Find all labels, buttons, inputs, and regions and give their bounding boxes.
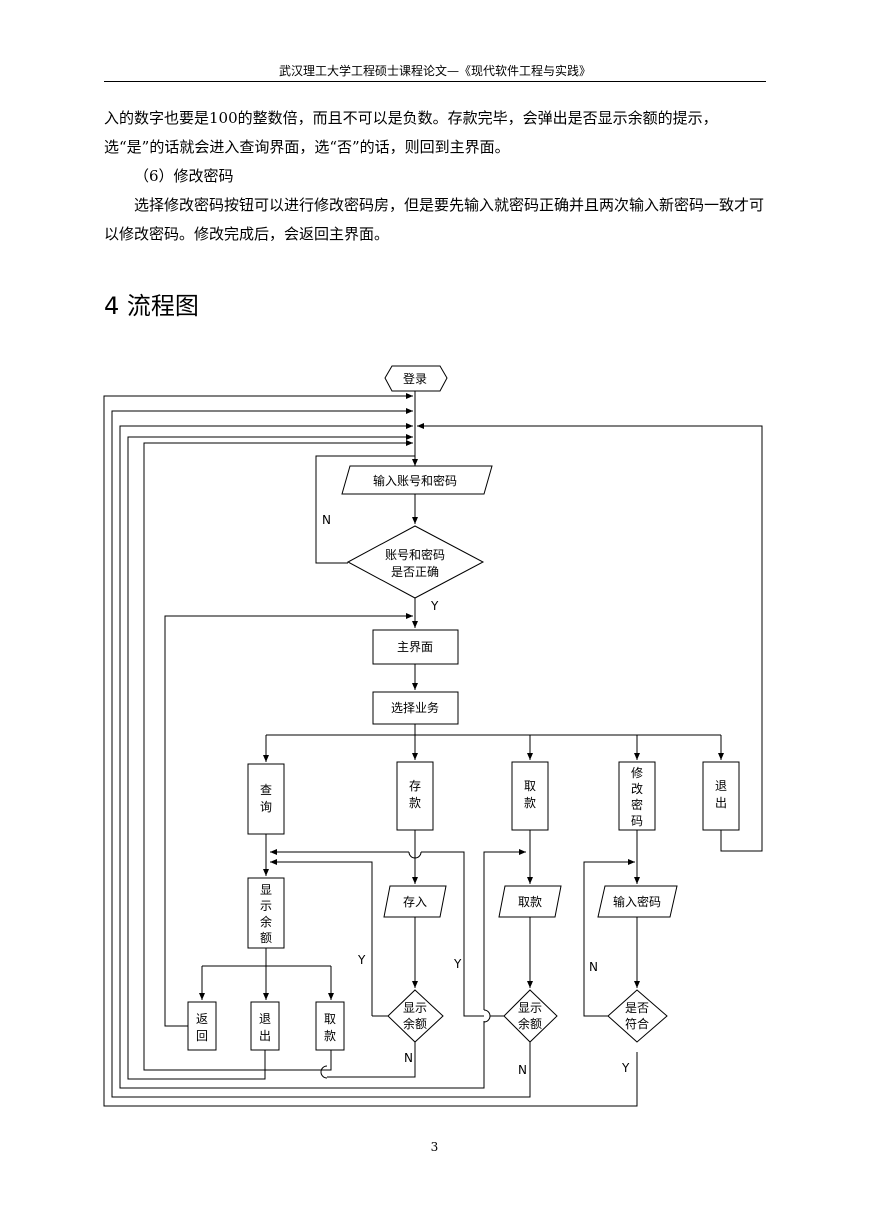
show-balance-box-label-2: 示 <box>260 899 272 913</box>
input-account-label: 输入账号和密码 <box>373 473 457 488</box>
withdraw2-label-2: 款 <box>324 1029 336 1043</box>
show-balance-1-label-a: 显示 <box>403 1001 427 1015</box>
show-balance-2-label-b: 余额 <box>518 1016 542 1031</box>
back-label-1: 返 <box>196 1012 208 1026</box>
running-header: 武汉理工大学工程硕士课程论文—《现代软件工程与实践》 <box>278 64 591 78</box>
show-balance-box-label-4: 额 <box>260 931 272 945</box>
check-account-decision <box>346 525 485 599</box>
check-account-label-2: 是否正确 <box>391 565 439 579</box>
change-password-box <box>618 761 656 831</box>
input-password-io <box>597 885 678 918</box>
show-balance-box <box>247 877 285 949</box>
password-match-decision <box>607 989 668 1043</box>
query-label-2: 询 <box>260 800 272 814</box>
label-y-deposit: Y <box>357 953 366 967</box>
show-balance-decision-2 <box>503 989 558 1043</box>
withdraw-io-label: 取款 <box>518 895 542 909</box>
label-n-account: N <box>322 513 331 527</box>
exit2-label-1: 退 <box>259 1012 271 1026</box>
password-match-label-1: 是否 <box>625 1001 649 1015</box>
change-password-label-4: 码 <box>631 814 643 828</box>
withdraw-label-2: 款 <box>524 796 536 810</box>
change-password-label-3: 密 <box>631 797 643 812</box>
back-box <box>187 1001 217 1051</box>
main-box <box>372 629 459 665</box>
change-password-label-1: 修 <box>631 765 643 780</box>
show-balance-2-label-a: 显示 <box>518 1001 542 1015</box>
page-number: 3 <box>430 1140 439 1154</box>
section-title: 4 流程图 <box>104 292 199 320</box>
main-label: 主界面 <box>397 640 433 654</box>
exit2-box <box>250 1001 280 1051</box>
label-y-password: Y <box>621 1061 630 1075</box>
paragraph-deposit-end: 入的数字也要是100的整数倍，而且不可以是负数。存款完毕，会弹出是否显示余额的提… <box>104 109 718 156</box>
query-label-1: 查 <box>260 783 272 797</box>
deposit-label-1: 存 <box>409 779 421 793</box>
show-balance-box-label-3: 余 <box>260 914 272 929</box>
exit-box <box>702 761 740 831</box>
withdraw2-label-1: 取 <box>324 1012 336 1026</box>
deposit-io <box>383 885 447 918</box>
exit2-label-2: 出 <box>259 1029 271 1043</box>
show-balance-1-label-b: 余额 <box>403 1016 427 1031</box>
password-match-label-2: 符合 <box>625 1016 649 1031</box>
subheading-change-password: （6）修改密码 <box>134 167 234 185</box>
label-n-password: N <box>589 960 598 974</box>
deposit-io-label: 存入 <box>403 895 427 909</box>
withdraw-io <box>498 885 562 918</box>
label-n-deposit: N <box>404 1051 413 1065</box>
back-label-2: 回 <box>196 1029 208 1043</box>
deposit-box <box>396 761 434 831</box>
select-box <box>372 691 459 725</box>
change-password-label-2: 改 <box>631 782 643 796</box>
label-n-withdraw: N <box>518 1063 527 1077</box>
header-rule <box>104 81 766 82</box>
withdraw-box <box>511 761 549 831</box>
deposit-label-2: 款 <box>409 796 421 810</box>
check-account-label-1: 账号和密码 <box>385 547 445 562</box>
withdraw-label-1: 取 <box>524 779 536 793</box>
show-balance-decision-1 <box>387 989 444 1043</box>
input-account-io <box>341 465 493 495</box>
label-y-withdraw: Y <box>453 957 462 971</box>
exit-label-1: 退 <box>715 779 727 793</box>
query-box <box>247 763 285 835</box>
show-balance-box-label-1: 显 <box>260 883 272 897</box>
input-password-label: 输入密码 <box>613 894 661 909</box>
paragraph-change-password: 选择修改密码按钮可以进行修改密码房，但是要先输入就密码正确并且两次输入新密码一致… <box>104 196 765 243</box>
label-y-account: Y <box>430 599 439 613</box>
start-terminator <box>384 365 448 392</box>
select-label: 选择业务 <box>391 700 439 715</box>
withdraw2-box <box>315 1001 345 1051</box>
exit-label-2: 出 <box>715 796 727 810</box>
start-label: 登录 <box>403 371 427 386</box>
